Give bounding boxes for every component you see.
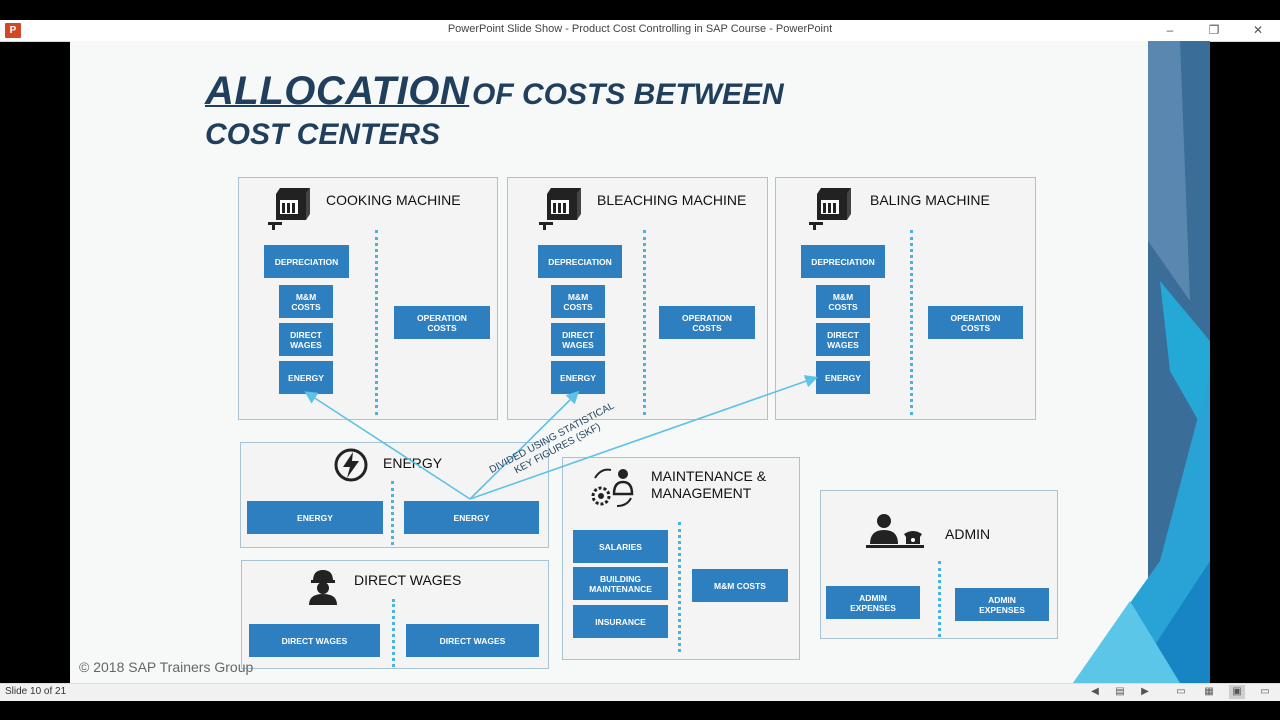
- dotted-divider: [375, 230, 378, 415]
- lightning-icon: [334, 448, 368, 482]
- depreciation-box: DEPRECIATION: [264, 245, 349, 278]
- panel-title-line1: MAINTENANCE &: [651, 468, 767, 484]
- slide-sorter-icon[interactable]: ▦: [1204, 686, 1214, 697]
- copyright-text: © 2018 SAP Trainers Group: [79, 659, 254, 675]
- dotted-divider: [910, 230, 913, 415]
- worker-icon: [309, 570, 337, 605]
- direct-wages-panel: DIRECT WAGES DIRECT WAGES DIRECT WAGES: [241, 560, 549, 669]
- mm-costs-box: M&M COSTS: [692, 569, 788, 602]
- dotted-divider: [391, 481, 394, 545]
- energy-box: ENERGY: [551, 361, 605, 394]
- maintenance-icon: [591, 468, 634, 507]
- machine-icon: [539, 188, 581, 230]
- close-button[interactable]: ✕: [1252, 23, 1264, 37]
- admin-icon: [866, 514, 924, 548]
- panel-title: BALING MACHINE: [870, 192, 990, 208]
- window-titlebar: P PowerPoint Slide Show - Product Cost C…: [0, 20, 1280, 42]
- energy-right-box: ENERGY: [404, 501, 539, 534]
- arrow-to-bleaching: [469, 390, 580, 500]
- normal-view-icon[interactable]: ▣: [1229, 685, 1245, 699]
- maintenance-panel: MAINTENANCE & MANAGEMENT SALARIES BUILDI…: [562, 457, 800, 660]
- slide-canvas[interactable]: ALLOCATION OF COSTS BETWEEN COST CENTERS…: [70, 41, 1210, 683]
- window-title: PowerPoint Slide Show - Product Cost Con…: [447, 23, 833, 35]
- arrow-to-cooking: [304, 391, 471, 500]
- depreciation-box: DEPRECIATION: [801, 245, 885, 278]
- direct-wages-left-box: DIRECT WAGES: [249, 624, 380, 657]
- slide-title-line2: COST CENTERS: [205, 118, 441, 151]
- slide-counter: Slide 10 of 21: [5, 686, 67, 697]
- arrow-to-baling: [469, 375, 819, 500]
- machine-icon: [809, 188, 851, 230]
- dotted-divider: [938, 561, 941, 637]
- slide-decoration: [1073, 41, 1210, 683]
- energy-left-box: ENERGY: [247, 501, 383, 534]
- notes-icon[interactable]: ▤: [1115, 686, 1125, 697]
- insurance-box: INSURANCE: [573, 605, 668, 638]
- panel-title: BLEACHING MACHINE: [597, 192, 747, 208]
- energy-box: ENERGY: [279, 361, 333, 394]
- slideshow-icon[interactable]: ▭: [1260, 686, 1270, 697]
- panel-title: COOKING MACHINE: [326, 192, 461, 208]
- next-icon[interactable]: ▶: [1141, 686, 1149, 697]
- panel-title-line2: MANAGEMENT: [651, 485, 752, 501]
- allocation-arrows: [304, 375, 819, 500]
- slide-title-rest: OF COSTS BETWEEN: [472, 78, 784, 111]
- status-bar: Slide 10 of 21 ◀ ▤ ▶ ▭ ▦ ▣ ▭: [0, 683, 1280, 701]
- dotted-divider: [678, 522, 681, 652]
- panel-title: ENERGY: [383, 455, 443, 471]
- dotted-divider: [643, 230, 646, 415]
- restore-button[interactable]: ❐: [1208, 23, 1220, 37]
- machine-icon: [268, 188, 310, 230]
- direct-wages-right-box: DIRECT WAGES: [406, 624, 539, 657]
- prev-icon[interactable]: ◀: [1091, 686, 1099, 697]
- slide-title-allocation: ALLOCATION: [205, 69, 470, 113]
- dotted-divider: [392, 599, 395, 667]
- energy-box: ENERGY: [816, 361, 870, 394]
- energy-panel: ENERGY ENERGY ENERGY: [240, 442, 549, 548]
- minimize-button[interactable]: –: [1166, 23, 1174, 37]
- depreciation-box: DEPRECIATION: [538, 245, 622, 278]
- powerpoint-icon[interactable]: P: [5, 23, 21, 38]
- panel-title: DIRECT WAGES: [354, 572, 462, 588]
- salaries-box: SALARIES: [573, 530, 668, 563]
- panel-title: ADMIN: [945, 526, 991, 542]
- reading-view-icon[interactable]: ▭: [1176, 686, 1186, 697]
